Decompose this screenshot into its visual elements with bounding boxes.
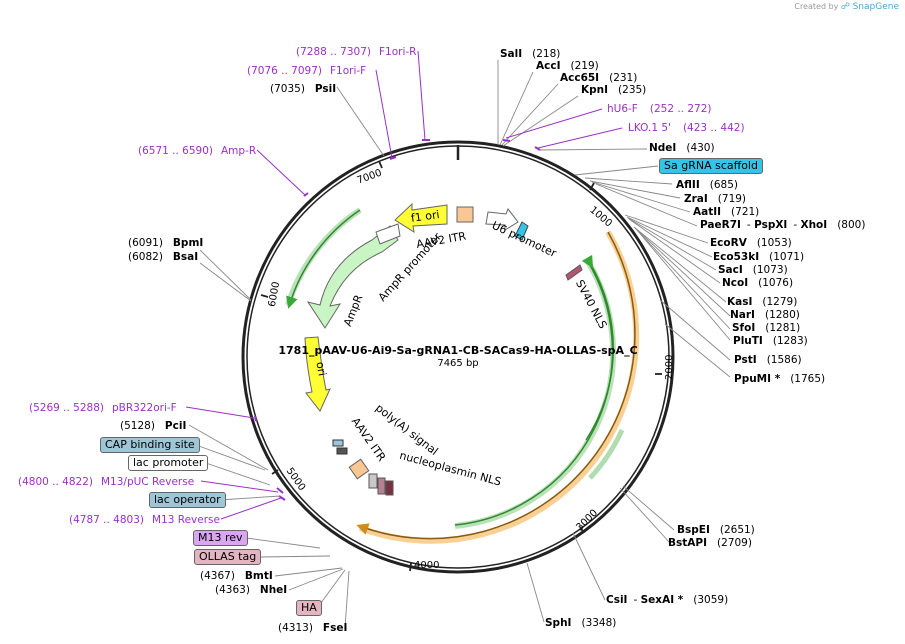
primer-labels: hU6-F(252 .. 272) LKO.1 5'(423 .. 442) (… [18,46,745,526]
enzyme-bstapi: BstAPI(2709) [668,537,752,549]
enzyme-ecorv: EcoRV(1053) [710,237,792,249]
enzyme-bsai: (6082)BsaI [128,251,198,263]
enzyme-sali: SalI(218) [500,48,560,60]
watermark-brand: SnapGene [852,2,899,12]
nucleoplasmin-feature [385,480,394,496]
enzyme-labels: SalI(218) AccI(219) Acc65I(231) KpnI(235… [120,48,865,634]
enzyme-bspei: BspEI(2651) [677,524,755,536]
ha-box: HA [296,600,322,616]
watermark-prefix: Created by [794,2,839,11]
primer-f1ori-r: (7288 .. 7307)F1ori-R [296,46,416,58]
primer-m13-puc-reverse: (4800 .. 4822)M13/pUC Reverse [18,476,194,488]
lac-operator-box: lac operator [149,492,226,508]
enzyme-aatii: AatII(721) [693,206,759,218]
snapgene-watermark: Created by ☍ SnapGene [794,2,899,12]
ampr-feature [306,225,399,329]
enzyme-sfoi: SfoI(1281) [732,322,800,334]
polya-feature-1 [368,473,378,489]
tick-label-2000: 2000 [664,355,675,380]
primer-m13-reverse: (4787 .. 4803)M13 Reverse [69,514,220,526]
polya-feature-2 [377,477,386,495]
enzyme-ppumi: PpuMI *(1765) [734,373,825,385]
enzyme-aflii: AflII(685) [676,179,738,191]
aav2-itr-bottom-label: AAV2 ITR [349,415,389,464]
primer-marks [254,139,541,501]
enzyme-ndei: NdeI(430) [649,142,715,154]
enzyme-leaders [188,60,731,629]
enzyme-ncoi: NcoI(1076) [722,277,793,289]
nucleoplasmin-label: nucleoplasmin NLS [398,449,502,489]
box-leaders [195,165,659,608]
cap-feature [332,439,344,447]
f1-ori-feature [394,202,448,234]
aav2-itr-top-feature [456,206,474,223]
ampr-label: AmpR [341,293,365,329]
primer-f1ori-f: (7076 .. 7097)F1ori-F [247,65,366,77]
plasmid-name: 1781_pAAV-U6-Ai9-Sa-gRNA1-CB-SACas9-HA-O… [278,344,637,357]
lac-feature [336,447,348,455]
enzyme-kasi: KasI(1279) [727,296,797,308]
ori-label: ori [313,361,328,377]
cap-binding-site-box: CAP binding site [100,437,200,453]
tick-marks [260,160,662,572]
ori-feature [304,336,331,412]
enzyme-psii: (7035)PsiI [270,83,336,95]
enzyme-zrai: ZraI(719) [684,193,746,205]
primer-leaders [185,50,623,520]
ampr-outer-line [286,209,361,309]
tick-label-4000: 4000 [414,560,439,571]
plasmid-size: 7465 bp [437,358,478,369]
f1-ori-label: f1 ori [410,208,440,225]
enzyme-acci: AccI(219) [536,60,599,72]
primer-amp-r: (6571 .. 6590)Amp-R [138,145,256,157]
ampr-promoter-feature [375,223,401,245]
enzyme-sphi: SphI(3348) [545,617,616,629]
sacas9-orf-line [356,231,636,540]
snapgene-logo-icon: ☍ [840,2,851,12]
enzyme-pluti: PluTI(1283) [733,335,808,347]
sa-grna-feature [514,221,529,241]
sv40-nls-feature [565,264,583,281]
enzyme-bpmi: (6091)BpmI [128,237,203,249]
enzyme-csii: CsiI- SexAI *(3059) [606,594,728,606]
green-orf-line [454,259,614,526]
aav2-itr-bottom-feature [348,458,370,480]
sa-grna-scaffold-box: Sa gRNA scaffold [659,158,763,174]
enzyme-fsei: (4313)FseI [278,622,347,634]
enzyme-saci: SacI(1073) [718,264,788,276]
enzyme-eco53ki: Eco53kI(1071) [713,251,804,263]
enzyme-psti: PstI(1586) [734,354,802,366]
backbone-outer [241,140,675,574]
primer-lko1: LKO.1 5'(423 .. 442) [628,122,745,134]
enzyme-nhei: (4363)NheI [215,584,287,596]
lac-promoter-box: lac promoter [128,455,209,471]
enzyme-paer7i: PaeR7I- PspXI- XhoI(800) [700,219,865,231]
enzyme-acc65i: Acc65I(231) [560,72,637,84]
enzyme-bmti: (4367)BmtI [200,570,273,582]
tick-label-1000: 1000 [587,205,614,230]
green-orf-inner [588,428,625,480]
ollas-tag-box: OLLAS tag [194,549,262,565]
m13-rev-box: M13 rev [193,530,248,546]
green-orf-line-2 [581,254,614,441]
enzyme-pcii: (5128)PciI [120,420,186,432]
enzyme-kpni: KpnI(235) [581,84,646,96]
u6-promoter-feature [485,207,519,231]
tick-label-6000: 6000 [267,281,282,308]
primer-pbr322ori-f: (5269 .. 5288)pBR322ori-F [29,402,177,414]
primer-hu6f: hU6-F(252 .. 272) [607,103,712,115]
enzyme-nari: NarI(1280) [730,309,800,321]
